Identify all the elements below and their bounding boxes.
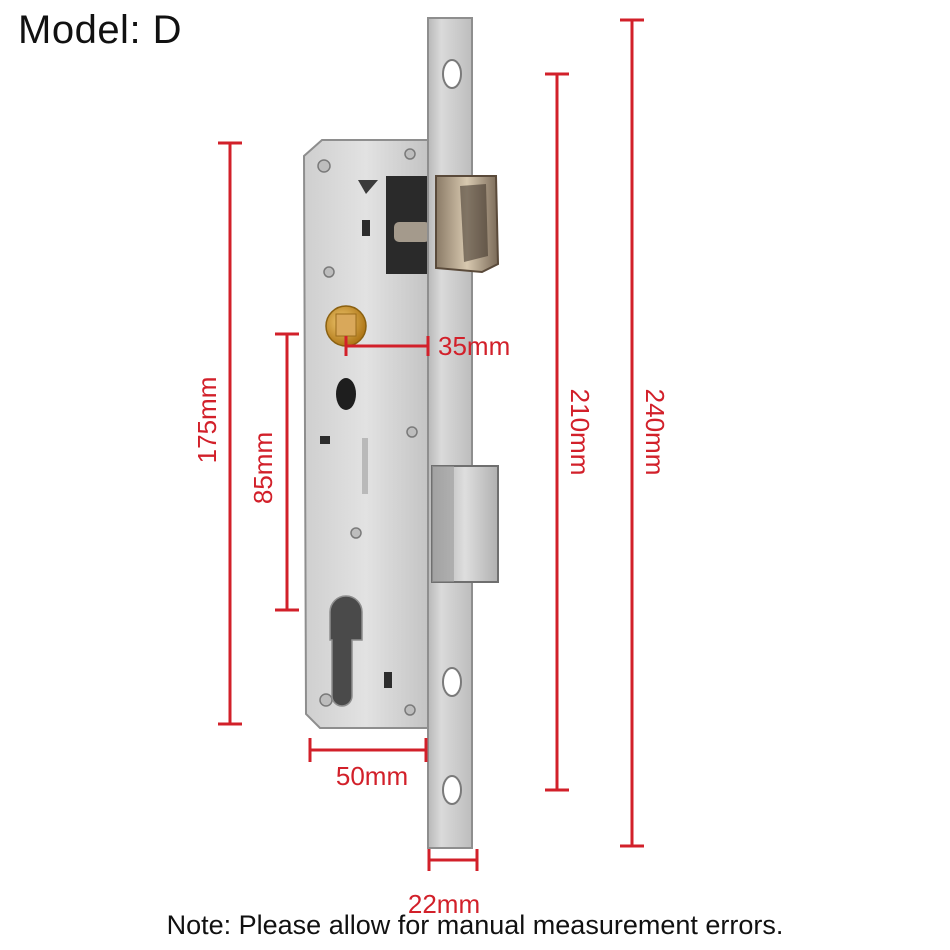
case-engraving: [362, 438, 368, 494]
latch-bolt: [435, 175, 500, 274]
faceplate-hole: [442, 59, 462, 89]
screw-icon: [317, 159, 331, 173]
dimension-faceplate-width-label: 22mm: [408, 889, 480, 919]
measurement-note: Note: Please allow for manual measuremen…: [166, 910, 784, 940]
case-slot: [320, 436, 330, 444]
dimension-backset-label: 35mm: [438, 331, 510, 361]
dimension-center-distance-label: 85mm: [248, 432, 278, 504]
faceplate-hole: [442, 775, 462, 805]
dimension-body-width: 50mm: [308, 738, 428, 791]
cylinder-cutout: [329, 595, 363, 707]
dimension-center-distance: 85mm: [248, 332, 299, 612]
spindle-hub: [325, 305, 367, 347]
dimension-faceplate-height-label: 210mm: [565, 389, 595, 476]
dimension-faceplate-height: 210mm: [545, 72, 595, 792]
case-slot: [362, 220, 370, 236]
faceplate-hole: [442, 667, 462, 697]
screw-icon: [406, 426, 418, 438]
dimension-backset: 35mm: [344, 331, 510, 361]
dead-bolt: [431, 465, 499, 583]
dimension-faceplate-width: 22mm: [408, 849, 480, 919]
dimension-total-height-label: 240mm: [640, 389, 670, 476]
model-title: Model: D: [18, 8, 183, 52]
dimension-body-width-label: 50mm: [336, 761, 408, 791]
screw-icon: [404, 704, 416, 716]
case-slot: [384, 672, 392, 688]
screw-icon: [319, 693, 333, 707]
screw-icon: [404, 148, 416, 160]
faceplate: [427, 17, 473, 849]
latch-spring: [394, 222, 430, 242]
screw-icon: [350, 527, 362, 539]
case-slot: [358, 180, 378, 194]
dimension-body-height-label: 175mm: [192, 377, 222, 464]
dimension-total-height: 240mm: [620, 18, 670, 848]
key-hole: [336, 378, 356, 410]
dimension-body-height: 175mm: [192, 141, 242, 726]
screw-icon: [323, 266, 335, 278]
lock-case: [302, 139, 432, 729]
